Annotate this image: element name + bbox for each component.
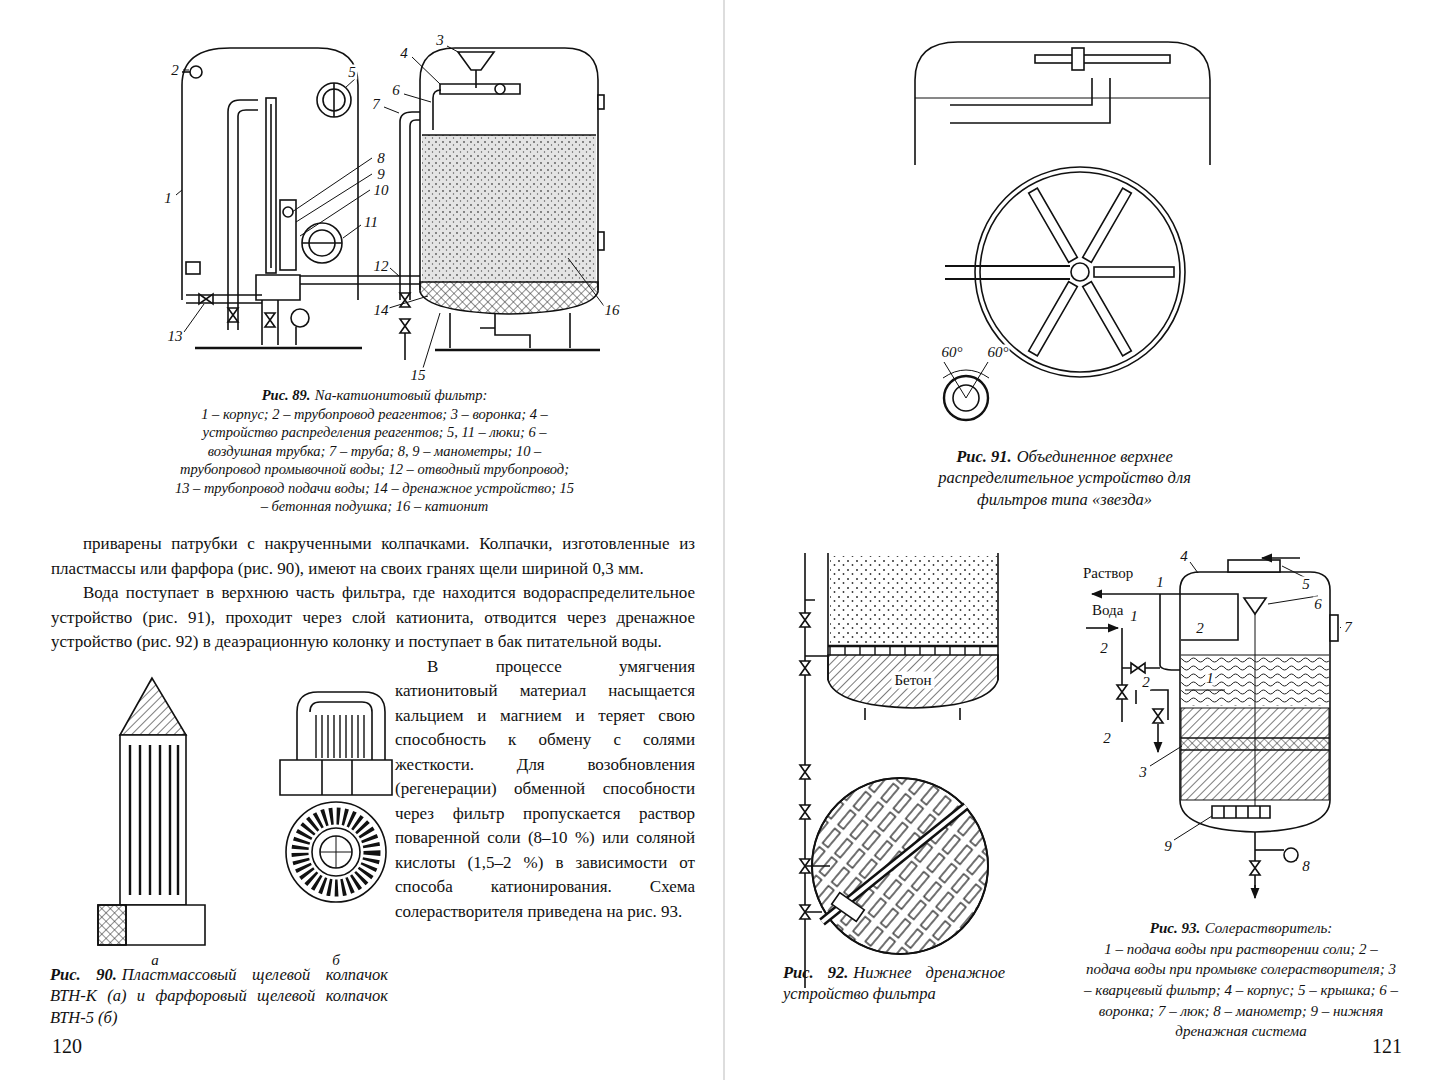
figure-number: Рис. 91.: [956, 447, 1011, 466]
figure-number: Рис. 89.: [262, 387, 311, 403]
material-label: Бетон: [891, 672, 934, 689]
figure-caption: Рис. 89.Na-катионитовый фильтр: 1 – корпу…: [172, 386, 577, 516]
figure-number: Рис. 90.: [50, 965, 117, 984]
caption-text: Na-катионитовый фильтр:: [315, 387, 487, 403]
callout-number: 9: [376, 167, 386, 182]
callout-number: 2: [1195, 621, 1205, 636]
callout-number: 1: [1205, 671, 1215, 686]
paragraph: Вода поступает в верхнюю часть фильтра, …: [50, 581, 695, 655]
callout-number: 12: [373, 259, 390, 274]
angle-dimension: 60°: [987, 345, 1010, 360]
caption-text: 1 – подача воды при растворении соли; 2 …: [1082, 939, 1400, 1042]
callout-number: 10: [373, 183, 390, 198]
float-shim: [50, 532, 51, 655]
callout-number: 14: [373, 303, 390, 318]
flow-label: Раствор: [1081, 566, 1135, 581]
callout-number: 7: [371, 97, 381, 112]
callout-number: 2: [170, 63, 180, 78]
paragraph: В процессе умягчения катионитовый матери…: [50, 655, 695, 925]
callout-number: 6: [1313, 597, 1323, 612]
callout-number: 5: [1301, 577, 1311, 592]
callout-number: 2: [1099, 641, 1109, 656]
callout-number: 16: [604, 303, 621, 318]
callout-number: 15: [410, 368, 427, 383]
paragraph: приварены патрубки с накрученными колпач…: [50, 532, 695, 581]
figure-number: Рис. 92.: [783, 963, 848, 982]
callout-number: 4: [1179, 549, 1189, 564]
angle-dimension: 60°: [941, 345, 964, 360]
callout-number: 1: [1129, 609, 1139, 624]
caption-text: Солерастворитель:: [1205, 920, 1333, 936]
caption-text: 1 – корпус; 2 – трубопровод реагентов; 3…: [172, 405, 577, 516]
callout-number: 3: [435, 33, 445, 48]
callout-number: 4: [399, 46, 409, 61]
callout-number: 13: [167, 329, 184, 344]
callout-number: 6: [391, 83, 401, 98]
figure-caption: Рис. 91.Объединенное верхнее распределит…: [922, 446, 1207, 510]
callout-number: 8: [376, 151, 386, 166]
callout-number: 1: [163, 191, 173, 206]
page-number: 120: [52, 1036, 82, 1056]
callout-number: 5: [347, 65, 357, 80]
callout-number: 2: [1141, 675, 1151, 690]
page-number: 121: [1372, 1036, 1402, 1056]
flow-label: Вода: [1090, 603, 1125, 618]
callout-number: 2: [1102, 731, 1112, 746]
figure-caption: Рис. 90.Пластмассовый щелевой колпачок В…: [50, 964, 388, 1028]
figure-number: Рис. 93.: [1150, 920, 1200, 936]
figure-caption: Рис. 92.Нижнее дренажное устройство филь…: [783, 962, 1005, 1005]
callout-number: 9: [1163, 839, 1173, 854]
callout-number: 1: [1155, 575, 1165, 590]
callout-number: 3: [1138, 765, 1148, 780]
callout-number: 8: [1301, 859, 1311, 874]
callout-number: 7: [1343, 620, 1353, 635]
figure-caption: Рис. 93. Солерастворитель: 1 – подача воды…: [1082, 918, 1400, 1042]
callout-number: 11: [363, 215, 379, 230]
